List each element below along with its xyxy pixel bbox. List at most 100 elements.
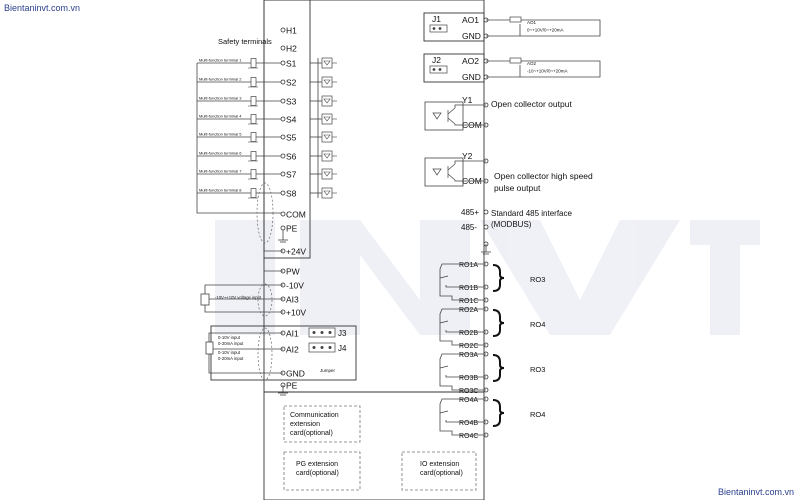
opto-diode-s6	[323, 153, 331, 159]
terminal-label-ai1-7: AI1	[286, 329, 299, 339]
terminal-label-s3: S3	[286, 97, 297, 107]
ext-card-text-1-0: PG extension	[296, 461, 338, 468]
relay-c-label-0: RO1C	[459, 298, 478, 305]
watermark-bottom: Bientaninvt.com.vn	[717, 487, 794, 497]
rs485-desc: Standard 485 interface	[491, 209, 572, 218]
oc-com-wire-1	[454, 180, 486, 182]
ao-terminal-label-0: AO1	[462, 15, 479, 25]
jumper-j4-label: J4	[338, 344, 347, 353]
oc-terminal-label-0: Y1	[462, 95, 473, 105]
opto-box-s8	[321, 187, 333, 199]
ao-jumper-pin-0-1	[438, 27, 442, 30]
jumper-j4-pin-1	[320, 346, 324, 349]
opto-box-s2	[321, 76, 333, 88]
input-label-s7: Multi-function terminal 7	[199, 169, 242, 174]
relay-brace-2	[492, 354, 505, 382]
oc-out-wire-1	[454, 160, 486, 164]
input-label-s3: Multi-function terminal 3	[199, 96, 242, 101]
terminal-dot-h2	[280, 45, 286, 51]
shield-marker-1	[257, 283, 273, 317]
relay-contact-3	[439, 398, 486, 436]
opto-diode-s5	[323, 134, 331, 140]
opto-diode-s1	[323, 60, 331, 66]
opto-diode-s7	[323, 171, 331, 177]
terminal-label-ai3-5: AI3	[286, 295, 299, 305]
terminal-label-pe-10: PE	[286, 381, 298, 391]
relay-b-label-1: RO2B	[459, 330, 478, 337]
opto-box-s5	[321, 131, 333, 143]
rs485-plus-dot	[483, 209, 489, 215]
relay-contact-2	[439, 353, 486, 391]
rs485-plus-label: 485+	[461, 208, 479, 217]
terminal-dot-h1	[280, 27, 286, 33]
ao-box-1	[423, 53, 485, 83]
jumper-j4-pin-0	[312, 346, 316, 349]
relay-a-label-1: RO2A	[459, 307, 478, 314]
ao-loop-1	[486, 60, 601, 78]
ao-terminal-label-1: AO2	[462, 56, 479, 66]
oc-box-1	[424, 157, 464, 187]
oc-transistor-0	[447, 107, 456, 125]
input-switch-s3	[250, 96, 257, 106]
ai3-wire-top	[204, 284, 283, 294]
terminal-label-com-0: COM	[286, 210, 306, 220]
relay-b-label-0: RO1B	[459, 285, 478, 292]
terminal-label-pw-3: PW	[286, 267, 300, 277]
input-common-bus	[196, 63, 264, 214]
terminal-dot-s4	[280, 116, 286, 122]
ao-jumper-pin-1-1	[438, 68, 442, 71]
shield-marker-0	[256, 182, 274, 244]
pw-jumper-wire	[263, 250, 283, 272]
input-switch-s4	[250, 114, 257, 124]
safety-terminals-label: Safety terminals	[218, 37, 272, 46]
input-switch-s2	[250, 77, 257, 87]
opto-box-s1	[321, 57, 333, 69]
ext-card-text-0-2: card(optional)	[290, 430, 333, 437]
terminal-label-s4: S4	[286, 115, 297, 125]
terminal-label-gnd-9: GND	[286, 369, 305, 379]
relay-brace-3	[492, 399, 505, 427]
terminal-dot-s1	[280, 60, 286, 66]
ai-range-label-1: 0-20mA input	[218, 341, 244, 346]
relay-b-label-3: RO4B	[459, 420, 478, 427]
rs485-sub: (MODBUS)	[491, 220, 532, 229]
terminal-label-pe-1: PE	[286, 224, 298, 234]
ao-meter-1	[509, 57, 522, 64]
input-label-s1: Multi-function terminal 1	[199, 58, 242, 63]
ai-range-label-2: 0-10V input	[218, 350, 241, 355]
relay-a-label-2: RO3A	[459, 352, 478, 359]
background-logo	[215, 220, 760, 335]
oc-box-0	[424, 101, 464, 131]
input-label-s5: Multi-function terminal 5	[199, 132, 242, 137]
ext-card-text-1-1: card(optional)	[296, 470, 339, 477]
ai3-potentiometer	[200, 293, 210, 306]
terminal-dot-s8	[280, 190, 286, 196]
opto-box-s4	[321, 113, 333, 125]
ext-card-box-1	[283, 451, 361, 491]
jumper-caption: Jumper	[320, 368, 336, 373]
relay-contact-0	[439, 263, 486, 301]
ao-meter-0	[509, 16, 522, 23]
relay-a-label-3: RO4A	[459, 397, 478, 404]
ai3-wire-bottom	[204, 305, 283, 313]
input-label-s2: Multi-function terminal 2	[199, 77, 242, 82]
input-switch-s7	[250, 169, 257, 179]
relay-name-0: RO3	[530, 275, 545, 284]
oc-desc-1-line2: pulse output	[494, 183, 541, 193]
ai-range-label-0: 0-10V input	[218, 335, 241, 340]
ai3-voltage-label: -10V~+10V voltage input	[215, 295, 262, 300]
input-switch-s1	[250, 58, 257, 68]
ext-card-text-2-1: card(optional)	[420, 470, 463, 477]
ext-card-text-0-0: Communication	[290, 412, 339, 419]
oc-led-1	[432, 168, 442, 176]
relay-b-label-2: RO3B	[459, 375, 478, 382]
input-switch-s5	[250, 132, 257, 142]
input-label-s6: Multi-function terminal 6	[199, 151, 242, 156]
rs485-minus-dot	[483, 224, 489, 230]
jumper-j4-pin-2	[328, 346, 332, 349]
terminal-dot-s3	[280, 98, 286, 104]
ao-name-1: AO2	[527, 61, 537, 66]
relay-brace-0	[492, 264, 505, 292]
jumper-j3-pin-1	[320, 331, 324, 334]
